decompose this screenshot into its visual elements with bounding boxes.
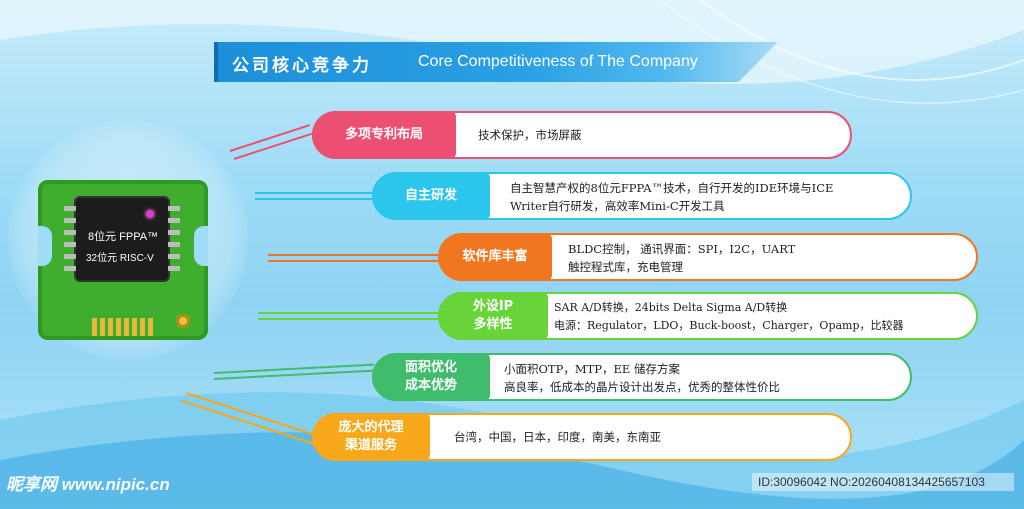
title-banner [214,42,778,82]
chip-label-fppa: 8位元 FPPA™ [88,231,159,243]
watermark-site: 昵享网 www.nipic.cn [6,475,170,494]
connector-arrow [258,318,440,320]
feature-desc: 自主智慧产权的8位元FPPA™技术，自行开发的IDE环境与ICE Writer自… [510,181,834,213]
feature-tag: 自主研发 [372,172,490,220]
feature-tag: 多项专利布局 [312,111,456,159]
chip-label-riscv: 32位元 RISC-V [86,253,154,264]
feature-row-cost: 面积优化 成本优势 小面积OTP，MTP，EE 储存方案 高良率，低成本的晶片设… [372,353,912,401]
chip-indicator-dot [146,210,154,218]
feature-row-peripheral-ip: 外设IP 多样性 SAR A/D转换，24bits Delta Sigma A/… [438,292,978,340]
feature-tag: 庞大的代理 渠道服务 [312,413,430,461]
feature-desc: 台湾，中国，日本，印度，南美，东南亚 [454,430,661,444]
connector-arrow [258,312,440,314]
feature-desc: SAR A/D转换，24bits Delta Sigma A/D转换 电源：Re… [554,301,904,332]
feature-row-software: 软件库丰富 BLDC控制， 通讯界面：SPI，I2C，UART 触控程式库，充电… [438,233,978,281]
feature-tag: 外设IP 多样性 [438,292,548,340]
connector-arrow [255,192,373,194]
feature-row-patents: 多项专利布局 技术保护，市场屏蔽 [312,111,852,159]
page-title-en: Core Competitiveness of The Company [418,53,698,70]
connector-arrow [255,198,373,200]
feature-tag: 软件库丰富 [438,233,552,281]
connector-arrow [268,254,440,256]
feature-tag: 面积优化 成本优势 [372,353,490,401]
feature-row-channels: 庞大的代理 渠道服务 台湾，中国，日本，印度，南美，东南亚 [312,413,852,461]
feature-desc: 小面积OTP，MTP，EE 储存方案 高良率，低成本的晶片设计出发点，优秀的整体… [504,362,780,394]
pcb-mount-hole [176,314,190,328]
feature-row-rnd: 自主研发 自主智慧产权的8位元FPPA™技术，自行开发的IDE环境与ICE Wr… [372,172,912,220]
watermark-id: ID:30096042 NO:20260408134425657103 [752,473,1014,491]
feature-desc: 技术保护，市场屏蔽 [478,128,582,142]
page-title-cn: 公司核心竞争力 [232,56,372,76]
feature-desc: BLDC控制， 通讯界面：SPI，I2C，UART 触控程式库，充电管理 [568,242,796,274]
connector-arrow [268,260,440,262]
